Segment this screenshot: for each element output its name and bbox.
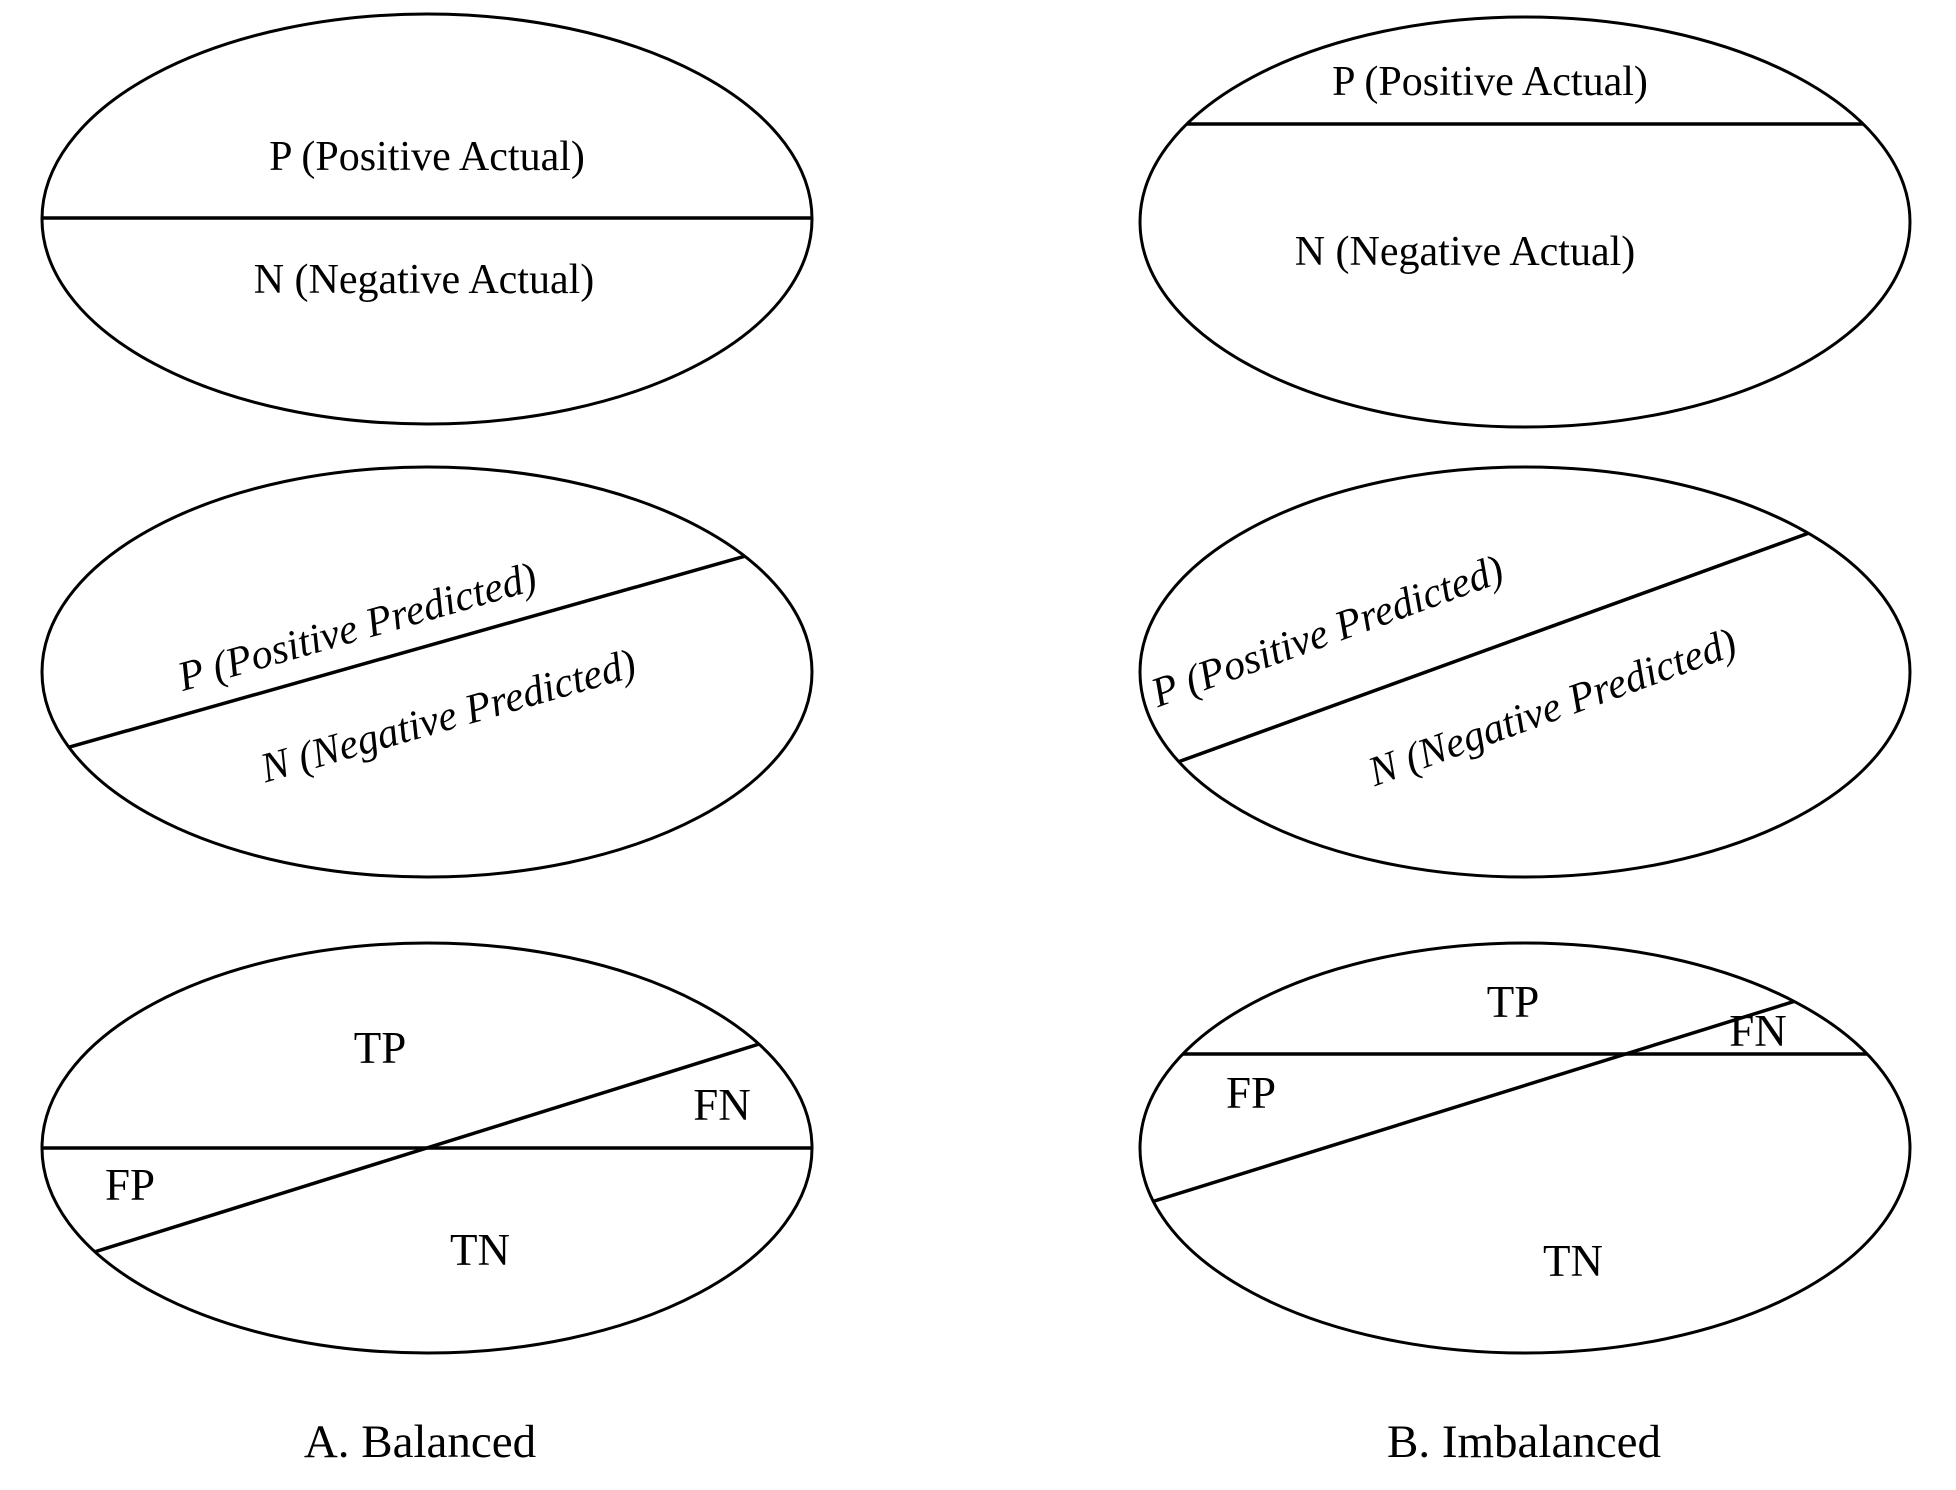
imbalanced-fp-label: FP bbox=[1226, 1068, 1276, 1118]
balanced-negative-actual-label: N (Negative Actual) bbox=[254, 257, 595, 303]
balanced-confusion-diagonal-line bbox=[42, 1023, 812, 1271]
imbalanced-negative-actual-label: N (Negative Actual) bbox=[1295, 229, 1636, 275]
balanced-predicted-divider-line bbox=[42, 533, 812, 763]
balanced-panel-caption: A. Balanced bbox=[304, 1416, 536, 1468]
imbalanced-fn-label: FN bbox=[1729, 1006, 1787, 1056]
imbalanced-negative-predicted-label: N (Negative Predicted) bbox=[1361, 620, 1742, 796]
imbalanced-confusion-ellipse bbox=[1138, 941, 1912, 1355]
imbalanced-actual-ellipse bbox=[1138, 15, 1912, 429]
imbalanced-tn-label: TN bbox=[1543, 1236, 1603, 1286]
balanced-predicted-ellipse bbox=[40, 465, 814, 879]
imbalanced-panel-caption: B. Imbalanced bbox=[1387, 1416, 1661, 1468]
imbalanced-predicted-divider-line bbox=[1140, 498, 1901, 785]
balanced-tn-label: TN bbox=[450, 1225, 510, 1275]
imbalanced-positive-predicted-label: P (Positive Predicted) bbox=[1144, 547, 1509, 717]
balanced-tp-label: TP bbox=[354, 1023, 407, 1073]
balanced-fp-label: FP bbox=[105, 1160, 155, 1210]
imbalanced-predicted-ellipse bbox=[1138, 465, 1912, 879]
imbalanced-positive-actual-label: P (Positive Actual) bbox=[1332, 59, 1648, 105]
balanced-positive-actual-label: P (Positive Actual) bbox=[269, 134, 585, 180]
imbalanced-tp-label: TP bbox=[1487, 977, 1540, 1027]
imbalanced-confusion-diagonal-line bbox=[1140, 982, 1851, 1220]
balanced-fn-label: FN bbox=[693, 1080, 751, 1130]
